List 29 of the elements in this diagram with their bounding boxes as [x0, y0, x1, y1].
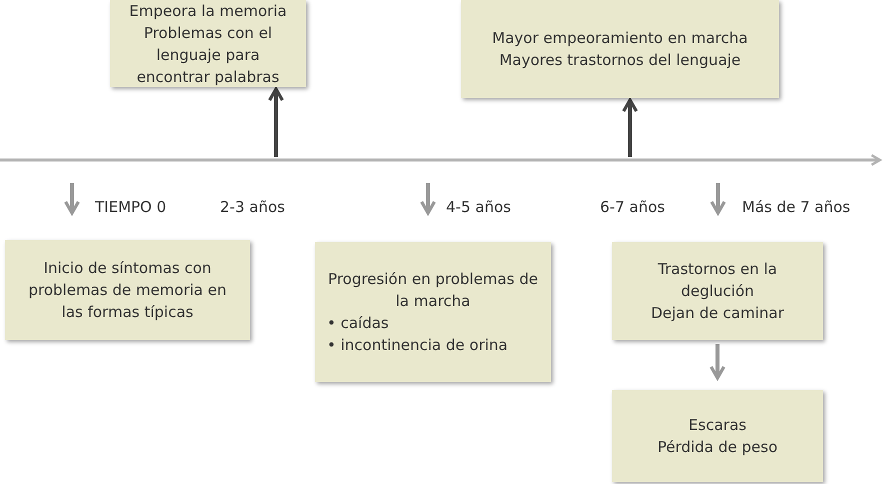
- arrow: [710, 183, 726, 215]
- stage-text: Mayor empeoramiento en marcha: [492, 28, 748, 49]
- time-label: 4-5 años: [446, 198, 511, 216]
- stage-box: [110, 0, 306, 87]
- arrow: [420, 183, 436, 215]
- stage-text: Dejan de caminar: [650, 303, 784, 324]
- stage-text: Empeora la memoria: [129, 0, 287, 22]
- time-label: 6-7 años: [600, 198, 665, 216]
- arrow: [64, 183, 80, 215]
- stage-text: Pérdida de peso: [657, 437, 778, 458]
- stage-box: [315, 242, 551, 382]
- time-label: Más de 7 años: [742, 198, 850, 216]
- stage-box: [612, 242, 823, 340]
- arrow: [268, 87, 284, 157]
- stage-text: Trastornos en la deglución: [656, 259, 778, 302]
- time-label: 2-3 años: [220, 198, 285, 216]
- stage-text: • incontinencia de orina: [327, 335, 508, 356]
- stage-text: Problemas con el lenguaje para encontrar palabras: [136, 22, 280, 88]
- arrow: [710, 344, 726, 380]
- stage-text: Mayores trastornos del lenguaje: [499, 50, 741, 71]
- stage-text: Escaras: [688, 415, 746, 436]
- arrow: [622, 98, 638, 157]
- stage-box: [461, 0, 779, 98]
- stage-box: [5, 240, 250, 340]
- time-label: TIEMPO 0: [95, 198, 166, 216]
- stage-text: • caídas: [327, 313, 389, 334]
- stage-text: Progresión en problemas de la marcha: [327, 269, 539, 312]
- stage-box: [612, 390, 823, 482]
- stage-text: Inicio de síntomas con problemas de memoria en las formas típicas: [27, 258, 228, 323]
